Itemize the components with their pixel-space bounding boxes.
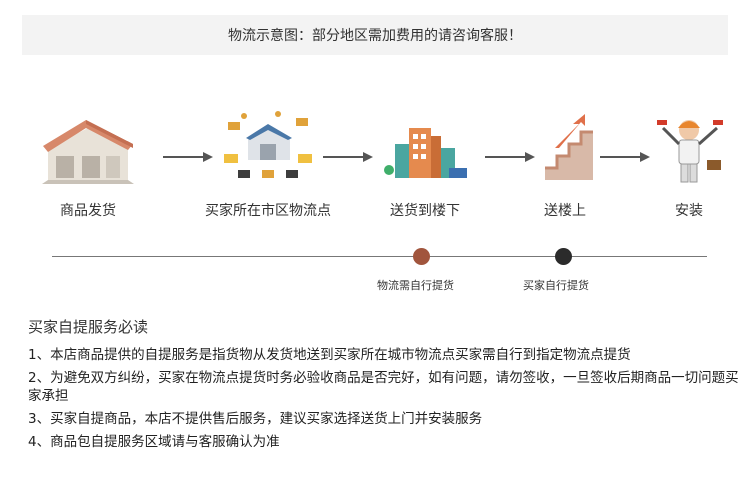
step-label: 买家所在市区物流点 xyxy=(205,203,331,219)
notice-banner: 物流示意图：部分地区需加费用的请咨询客服！ xyxy=(22,15,728,55)
list-item: 4、商品包自提服务区域请与客服确认为准 xyxy=(28,434,280,450)
arrow-right-icon xyxy=(485,152,535,162)
step-label: 送楼上 xyxy=(544,203,586,219)
installer-worker-icon xyxy=(657,120,723,183)
timeline-marker-buyer-pickup xyxy=(555,248,572,265)
logistics-hub-icon xyxy=(224,111,312,178)
step-label: 安装 xyxy=(675,203,703,219)
list-item: 3、买家自提商品，本店不提供售后服务，建议买家选择送货上门并安装服务 xyxy=(28,411,483,427)
notice-title: 买家自提服务必读 xyxy=(28,318,149,336)
notice-list: 1、本店商品提供的自提服务是指货物从发货地送到买家所在城市物流点买家需自行到指定… xyxy=(28,346,744,456)
timeline-marker-label: 买家自行提货 xyxy=(523,279,589,292)
step-logistics-point: 买家所在市区物流点 xyxy=(193,108,343,220)
timeline-marker-label: 物流需自行提货 xyxy=(377,279,454,292)
banner-text: 物流示意图：部分地区需加费用的请咨询客服！ xyxy=(228,28,522,44)
arrow-right-icon xyxy=(163,152,213,162)
timeline-marker-logistics-pickup xyxy=(413,248,430,265)
list-item: 2、为避免双方纠纷，买家在物流点提货时务必验收商品是否完好，如有问题，请勿签收，… xyxy=(28,370,739,404)
step-install: 安装 xyxy=(639,108,739,220)
step-deliver-upstairs: 送楼上 xyxy=(505,108,625,220)
warehouse-icon xyxy=(42,120,134,184)
step-label: 送货到楼下 xyxy=(390,203,460,219)
list-item: 1、本店商品提供的自提服务是指货物从发货地送到买家所在城市物流点买家需自行到指定… xyxy=(28,347,631,363)
step-ship: 商品发货 xyxy=(28,108,148,220)
step-label: 商品发货 xyxy=(60,203,116,219)
stairs-icon xyxy=(545,114,593,180)
step-deliver-downstairs: 送货到楼下 xyxy=(365,108,485,220)
arrow-right-icon xyxy=(600,152,650,162)
timeline-line xyxy=(52,256,707,257)
arrow-right-icon xyxy=(323,152,373,162)
city-buildings-icon xyxy=(384,128,467,178)
